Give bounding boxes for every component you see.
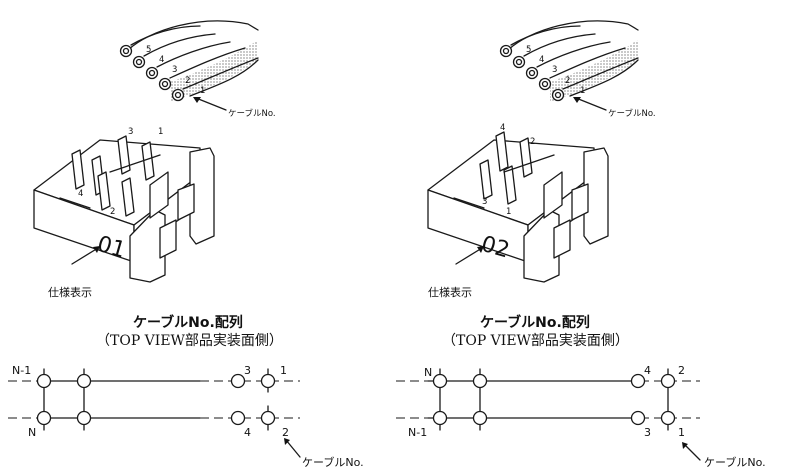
left-pin-2: 2 xyxy=(110,207,115,217)
left-title: ケーブルNo.配列 xyxy=(133,314,243,331)
right-cable-number-1: 1 xyxy=(580,86,585,96)
right-cable-label: ケーブルNo. xyxy=(608,108,656,119)
left-cable-arrow xyxy=(195,97,227,111)
left-pin-3: 3 xyxy=(128,127,133,137)
left-grid-label-bottom-right: 2 xyxy=(282,426,289,439)
right-panel: 5 4 3 2 1 ケーブルNo. 4 2 3 1 xyxy=(396,20,766,469)
right-cable-number-4: 4 xyxy=(539,55,544,65)
left-pin-4: 4 xyxy=(78,189,83,199)
right-cable-number-5: 5 xyxy=(526,45,531,55)
left-spec-label: 仕様表示 xyxy=(48,285,92,299)
left-cable-arrow-head xyxy=(193,97,201,103)
left-grid-label-top-left: N-1 xyxy=(12,364,31,377)
right-grid-label-top-left: N xyxy=(424,366,432,379)
right-title: ケーブルNo.配列 xyxy=(480,314,590,331)
left-grid-label-top-mid: 3 xyxy=(244,364,251,377)
right-cable-number-2: 2 xyxy=(565,76,570,86)
left-grid-label-bottom-mid: 4 xyxy=(244,426,251,439)
right-grid-label-top-right: 2 xyxy=(678,364,685,377)
left-spec-arrow-head xyxy=(93,246,100,253)
right-subtitle: （TOP VIEW部品実装面側） xyxy=(442,333,629,349)
left-panel: 5 4 3 2 1 ケーブルNo. 3 xyxy=(8,20,364,469)
left-cable-number-1: 1 xyxy=(200,86,205,96)
left-grid-label-top-right: 1 xyxy=(280,364,287,377)
right-ribbon-cable xyxy=(499,20,639,102)
left-arrangement-grid xyxy=(8,368,300,431)
left-cable-number-2: 2 xyxy=(185,76,190,86)
right-grid-label-bottom-right: 1 xyxy=(678,426,685,439)
left-subtitle: （TOP VIEW部品実装面側） xyxy=(96,333,283,349)
right-grid-label-top-mid: 4 xyxy=(644,364,651,377)
left-pin-1: 1 xyxy=(158,127,163,137)
right-grid-label-bottom-mid: 3 xyxy=(644,426,651,439)
right-spec-arrow xyxy=(455,247,483,265)
left-cable-number-4: 4 xyxy=(159,55,164,65)
left-ribbon-cable xyxy=(119,20,259,102)
left-cable-number-3: 3 xyxy=(172,65,177,75)
left-grid-label-bottom-left: N xyxy=(28,426,36,439)
left-spec-arrow xyxy=(71,247,99,265)
left-grid-cable-label: ケーブルNo. xyxy=(302,455,364,469)
left-grid-arrow xyxy=(285,439,301,458)
right-arrangement-grid xyxy=(396,368,700,431)
right-pin-1: 1 xyxy=(506,207,511,217)
right-grid-cable-label: ケーブルNo. xyxy=(704,455,766,469)
right-pin-4: 4 xyxy=(500,123,505,133)
right-cable-arrow-head xyxy=(573,97,581,103)
right-pin-3: 3 xyxy=(482,197,487,207)
right-spec-arrow-head xyxy=(477,246,484,253)
right-spec-label: 仕様表示 xyxy=(428,285,472,299)
right-cable-arrow xyxy=(575,97,607,111)
right-pin-2: 2 xyxy=(530,137,535,147)
left-cable-label: ケーブルNo. xyxy=(228,108,276,119)
left-cable-number-5: 5 xyxy=(146,45,151,55)
right-grid-label-bottom-left: N-1 xyxy=(408,426,427,439)
right-cable-number-3: 3 xyxy=(552,65,557,75)
right-connector xyxy=(427,131,609,283)
right-grid-arrow-head xyxy=(682,442,688,449)
left-grid-arrow-head xyxy=(284,438,290,445)
right-grid-arrow xyxy=(683,443,701,461)
left-connector xyxy=(33,135,215,283)
